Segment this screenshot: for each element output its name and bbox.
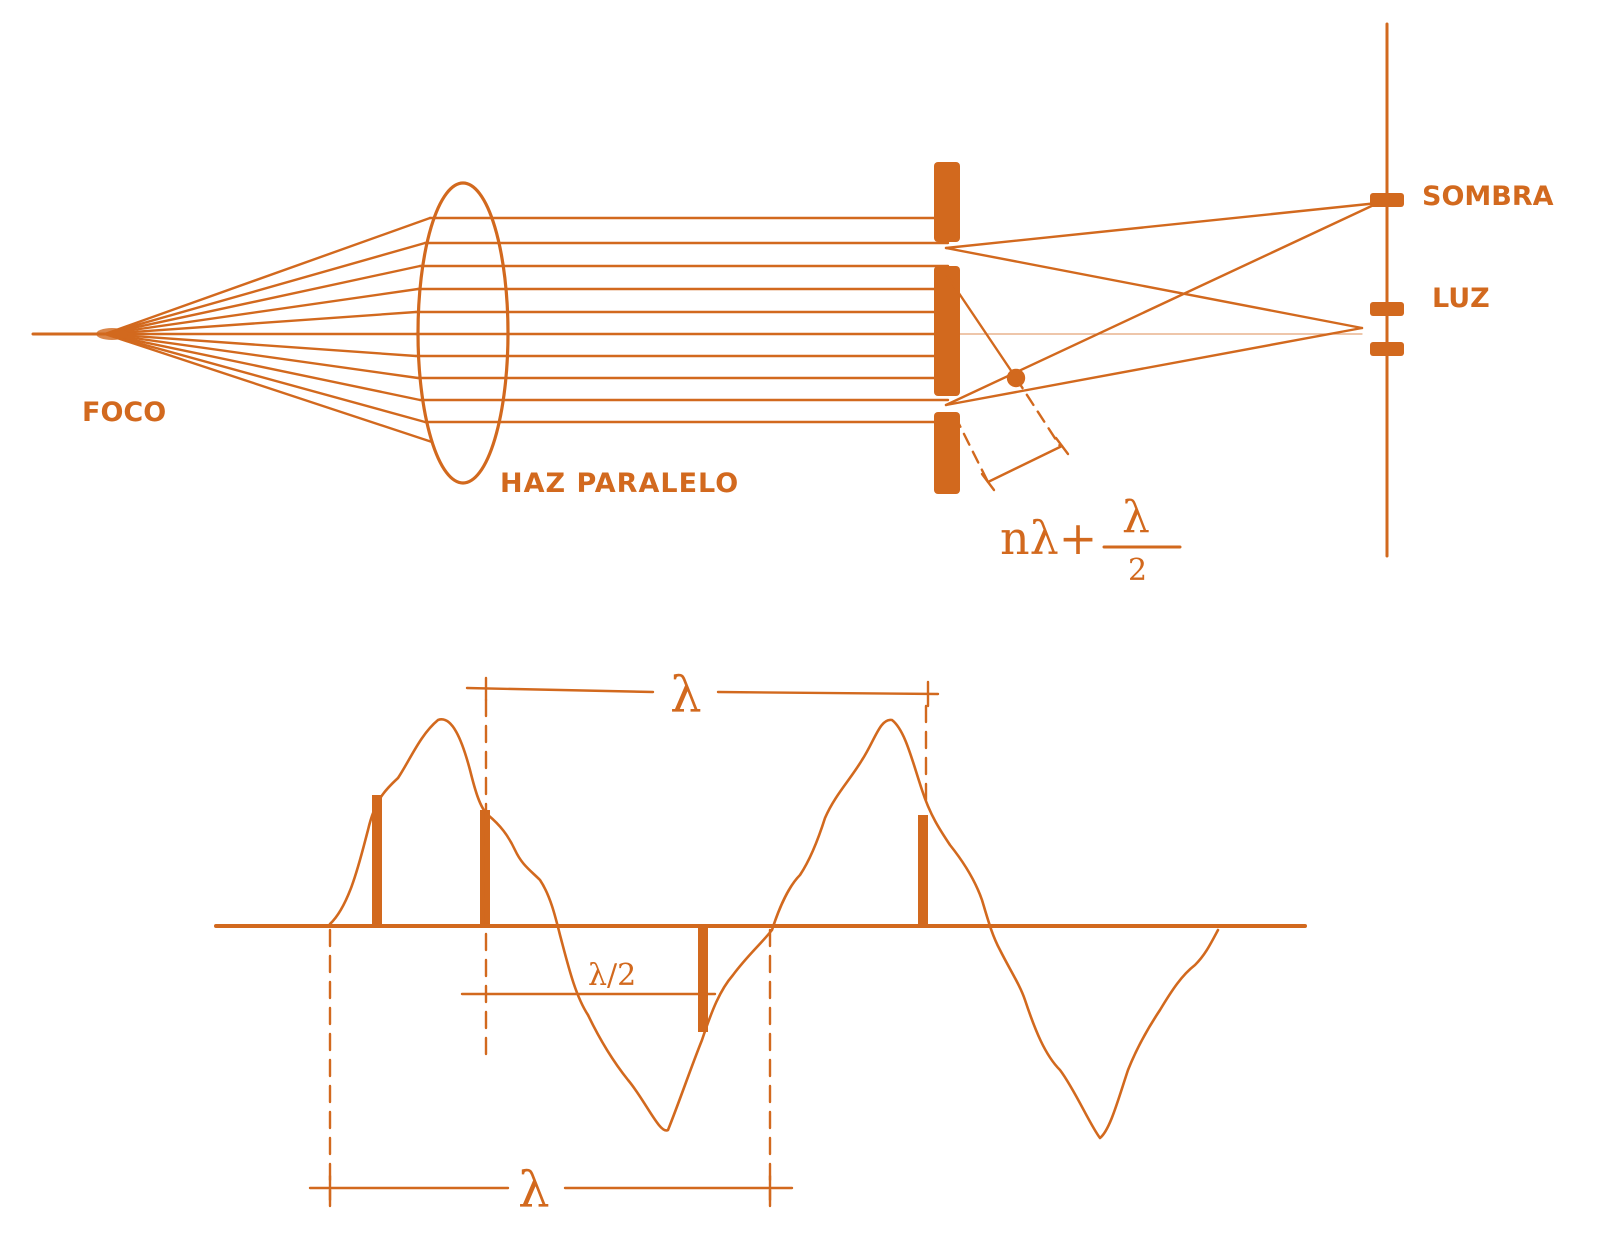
focus-label: FOCO — [82, 397, 166, 428]
wavelength-top-label: λ — [670, 666, 702, 724]
formula-denominator: 2 — [1128, 553, 1147, 588]
wave-curve — [328, 718, 1220, 1140]
shadow-label: SOMBRA — [1422, 181, 1554, 212]
formula-numerator: λ — [1122, 492, 1150, 543]
formula-main: nλ+ — [1000, 511, 1097, 565]
wave-diagram: λ λ/2 λ — [214, 666, 1307, 1219]
wavelength-bottom-label: λ — [518, 1161, 550, 1219]
parallel-rays — [414, 216, 950, 424]
screen-markers — [1370, 193, 1404, 356]
path-difference-construction — [944, 272, 1070, 492]
slit-barrier — [934, 162, 960, 494]
diverging-rays — [103, 216, 434, 444]
sample-bars — [372, 795, 928, 1032]
path-difference-formula: nλ+ λ 2 — [1000, 492, 1182, 588]
half-wavelength-label: λ/2 — [588, 958, 636, 993]
light-label: LUZ — [1432, 283, 1490, 314]
wavelength-dimension-top — [465, 676, 940, 1057]
optics-setup: FOCO HAZ PARALELO SOMBRA LUZ nλ+ λ 2 — [31, 22, 1554, 588]
parallel-beam-label: HAZ PARALELO — [500, 468, 739, 499]
focus-point — [96, 328, 128, 340]
wavelength-dimension-bottom — [308, 928, 794, 1212]
